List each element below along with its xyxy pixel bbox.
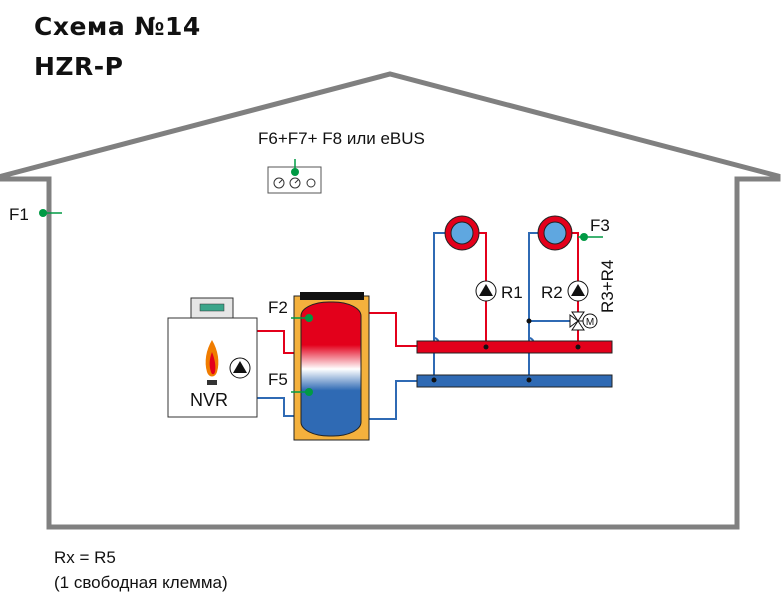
sensor-f3-label: F3 <box>590 216 610 235</box>
pump-r2-icon <box>567 280 589 302</box>
controller-label: F6+F7+ F8 или eBUS <box>258 129 425 148</box>
scheme-subtitle: HZR-P <box>34 52 124 81</box>
tank-return-pipe <box>364 380 418 420</box>
free-relay-note: Rx = R5 <box>54 548 116 567</box>
mixer-motor-label: M <box>586 317 594 328</box>
mixer-valve-label: R3+R4 <box>598 260 617 313</box>
heating-circuit-1-icon <box>444 215 480 251</box>
house-outline <box>0 71 781 530</box>
pipe-junctions <box>431 318 581 383</box>
tank-supply-pipe <box>364 312 418 347</box>
pump-r1-icon <box>475 280 497 302</box>
boiler-label: NVR <box>190 390 228 410</box>
controller-unit <box>267 159 322 194</box>
circuit2-return-pipe <box>528 232 544 380</box>
sensor-f5-label: F5 <box>268 370 288 389</box>
mixing-valve-icon <box>569 311 598 331</box>
sensor-f2-label: F2 <box>268 298 288 317</box>
sensor-f1-icon <box>39 209 47 217</box>
sensor-f5-icon <box>305 388 313 396</box>
cold-manifold <box>416 374 613 388</box>
heating-circuit-2-icon <box>537 215 573 251</box>
circuit1-return-pipe <box>433 232 449 380</box>
pump-r1-label: R1 <box>501 283 523 302</box>
free-terminal-note: (1 свободная клемма) <box>54 573 228 592</box>
buffer-tank <box>293 292 370 441</box>
burner-flame-icon <box>205 340 219 385</box>
sensor-f3-icon <box>580 233 588 241</box>
scheme-title: Схема №14 <box>34 12 201 41</box>
boiler-pump-icon <box>229 357 251 379</box>
pump-r2-label: R2 <box>541 283 563 302</box>
sensor-f1-label: F1 <box>9 205 29 224</box>
hot-manifold <box>416 340 613 354</box>
sensor-f2-icon <box>305 314 313 322</box>
